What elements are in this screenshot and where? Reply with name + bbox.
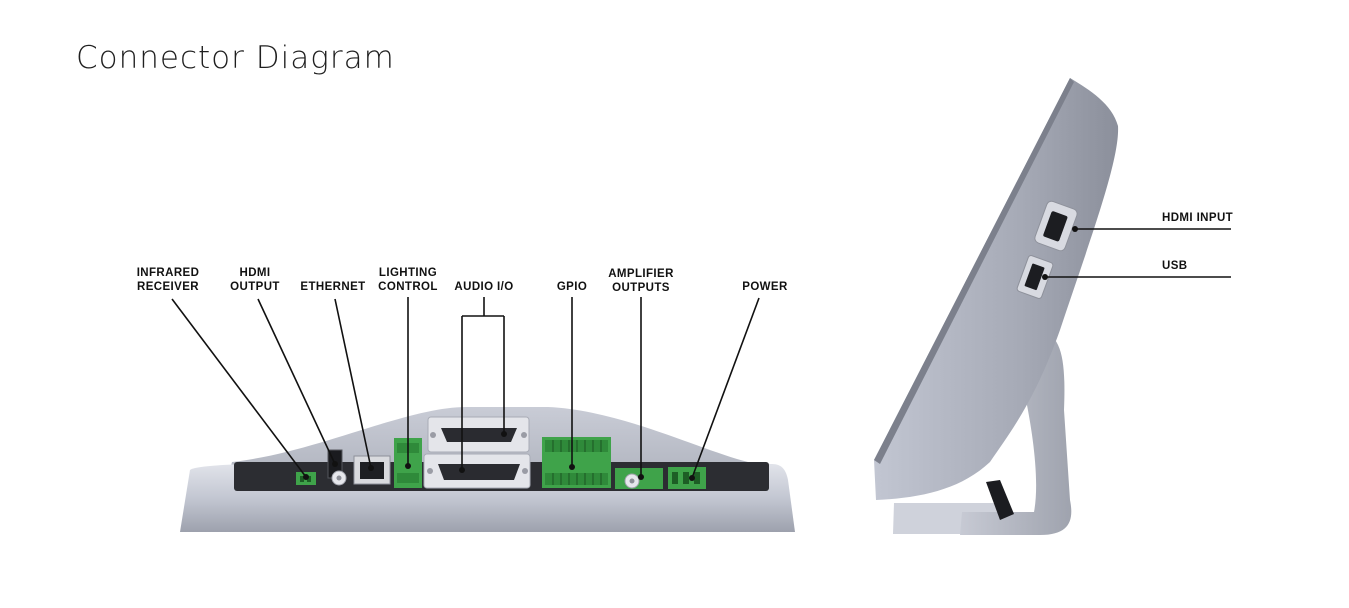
svg-text:GPIO: GPIO [557, 281, 587, 293]
svg-text:HDMI INPUT: HDMI INPUT [1162, 212, 1233, 224]
audio-io-upper-connector [441, 428, 517, 442]
svg-text:ETHERNET: ETHERNET [300, 281, 365, 293]
audio-io-lower-connector [438, 464, 520, 480]
svg-text:USB: USB [1162, 260, 1187, 272]
callout-power: POWER [689, 281, 788, 481]
side-view-device [874, 78, 1119, 535]
usb-port [1016, 255, 1054, 299]
rear-view-device [180, 406, 795, 532]
callout-gpio: GPIO [557, 281, 587, 470]
svg-text:AUDIO I/O: AUDIO I/O [454, 281, 513, 293]
callout-audio-io: AUDIO I/O [454, 281, 513, 473]
gpio-pins [545, 440, 608, 485]
hdmi-input-port [1034, 200, 1078, 252]
callout-hdmi-input: HDMI INPUT [1072, 212, 1233, 232]
callout-usb: USB [1042, 260, 1231, 280]
svg-text:POWER: POWER [742, 281, 788, 293]
page-title: Connector Diagram [76, 40, 395, 76]
callout-ethernet: ETHERNET [300, 281, 374, 471]
